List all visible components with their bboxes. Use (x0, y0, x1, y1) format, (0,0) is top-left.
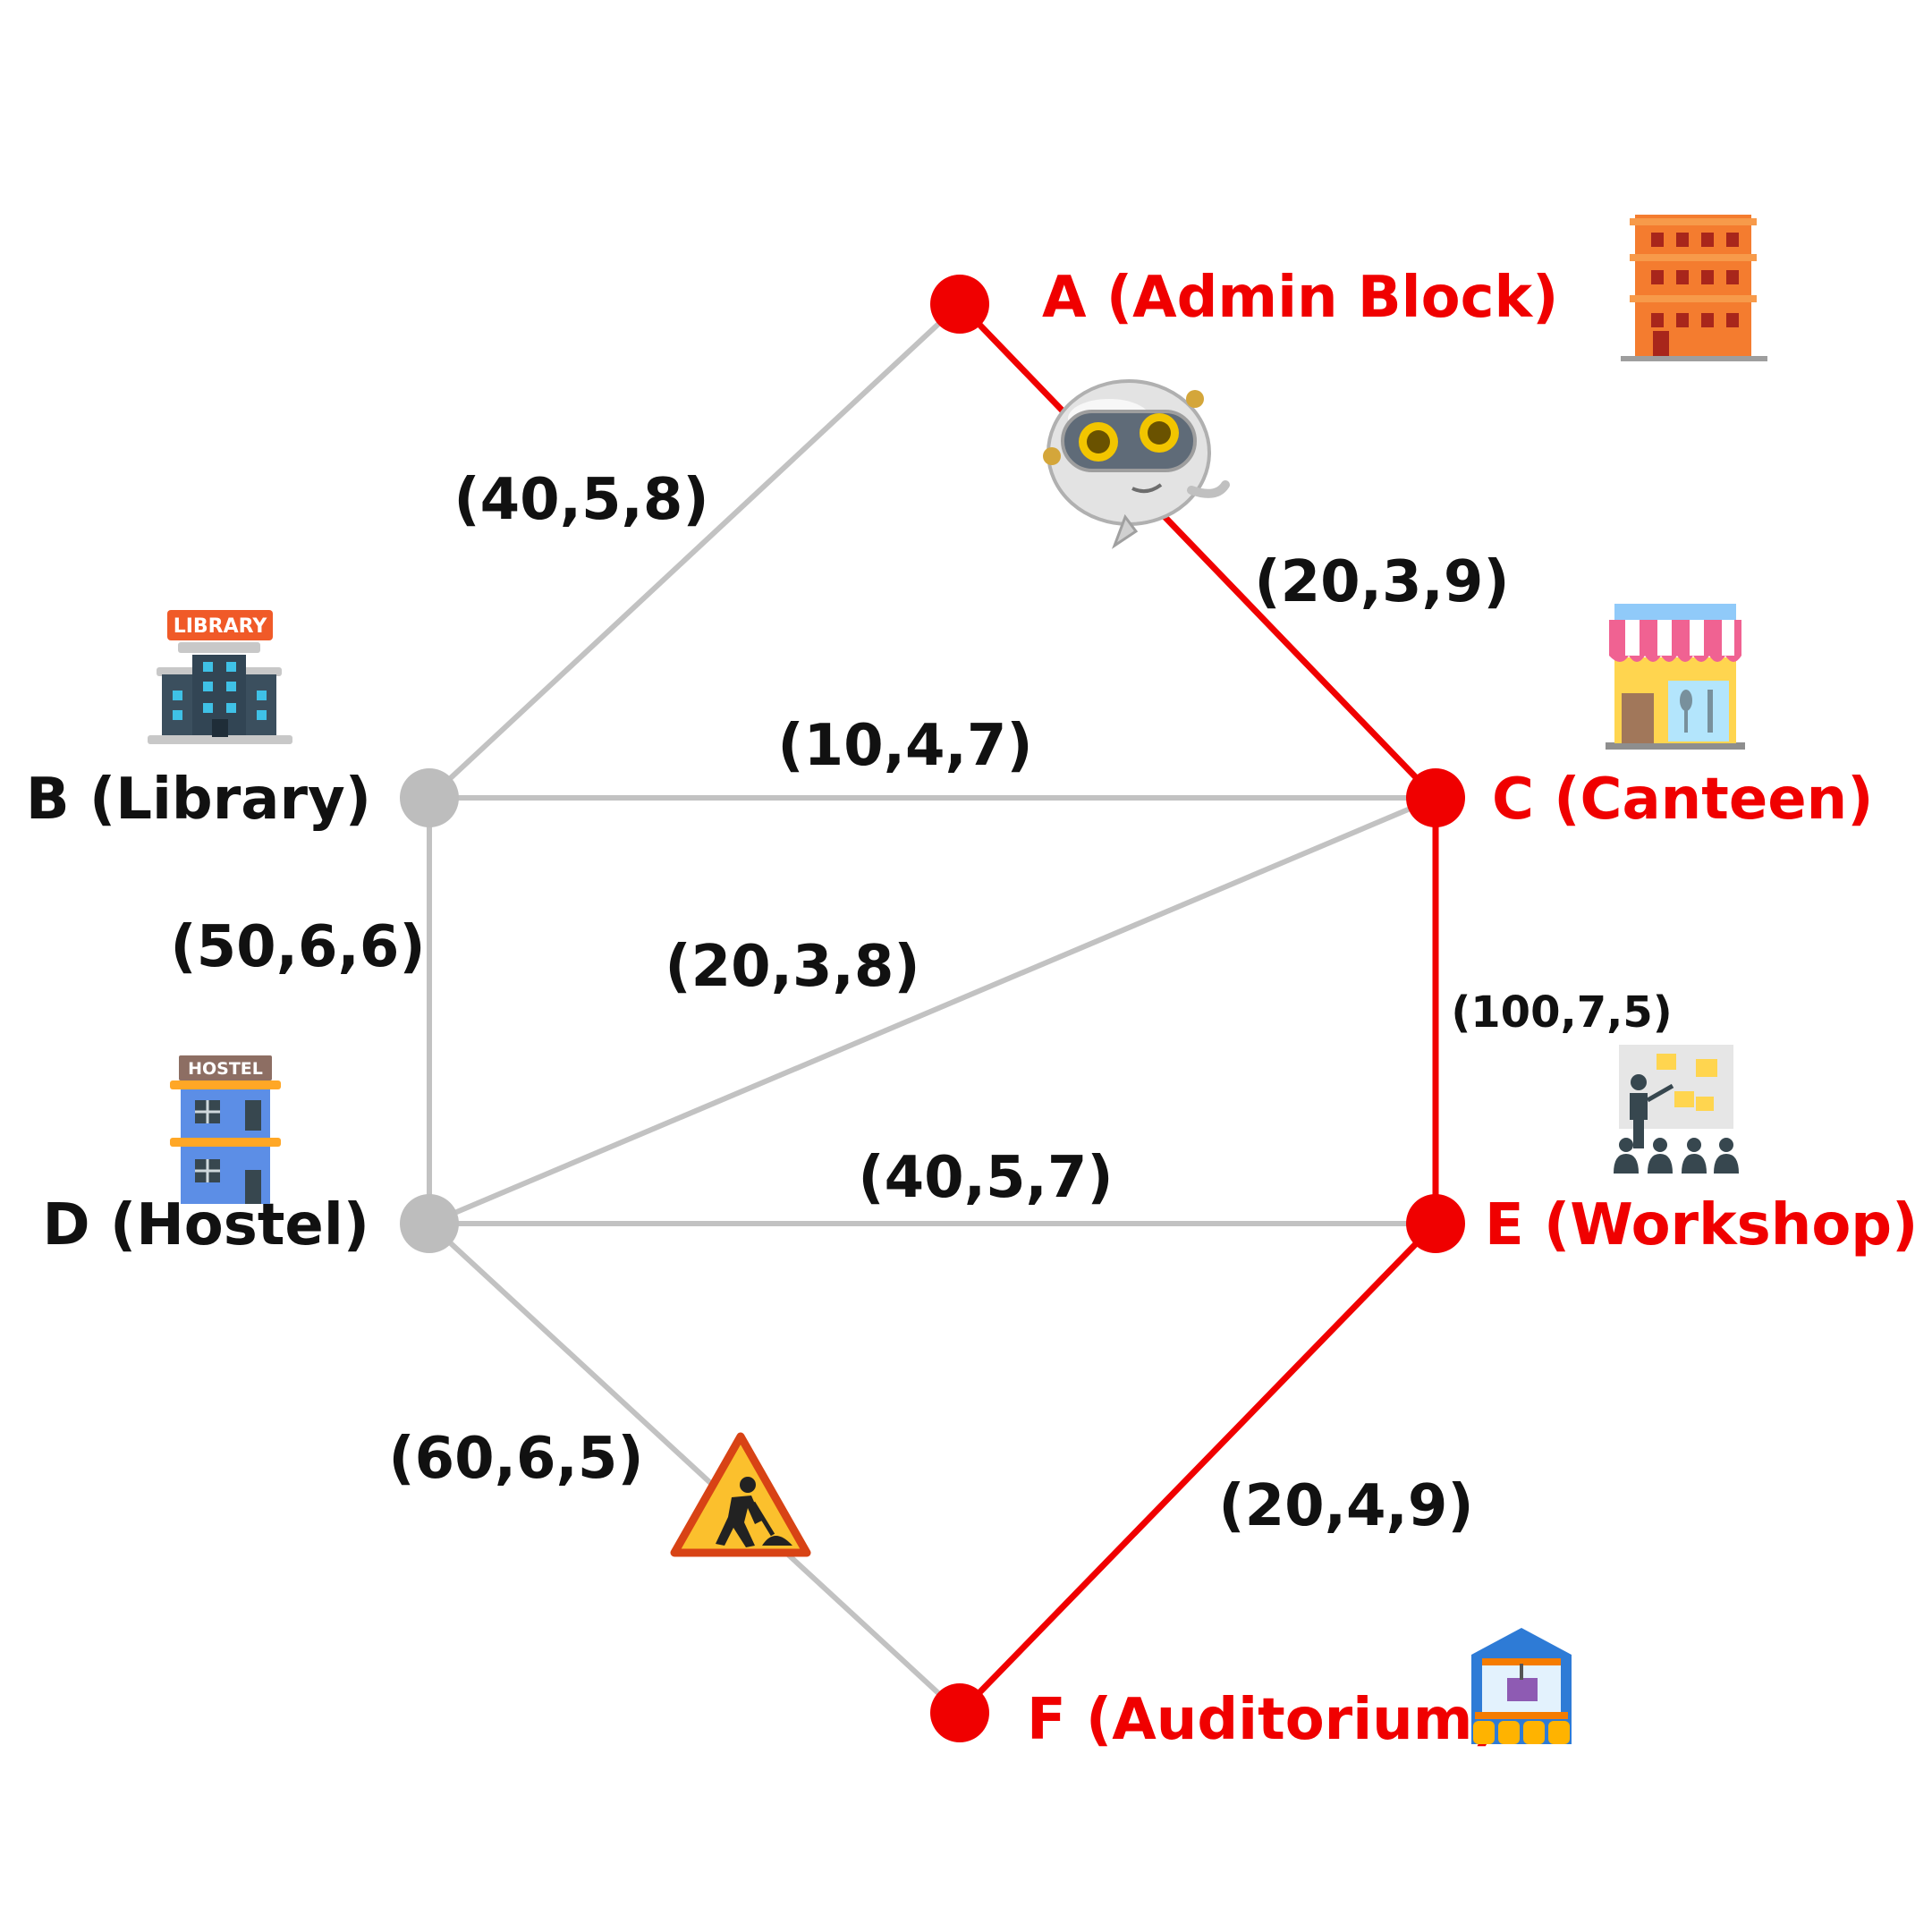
node-label-f: F (Auditorium) (1027, 1687, 1499, 1753)
office-building-icon (1621, 215, 1767, 361)
edge-label-b-c: (10,4,7) (777, 713, 1032, 779)
auditorium-stage-icon (1471, 1628, 1572, 1744)
node-f (930, 1683, 989, 1742)
svg-text:LIBRARY: LIBRARY (174, 615, 268, 638)
node-label-c: C (Canteen) (1492, 767, 1873, 833)
shop-canteen-icon (1606, 604, 1745, 750)
hostel-building-icon: HOSTEL (170, 1055, 281, 1204)
road-work-warning-icon (670, 1432, 811, 1557)
node-d (400, 1194, 459, 1253)
workshop-presentation-icon (1614, 1045, 1739, 1174)
node-c (1406, 768, 1465, 827)
node-b (400, 768, 459, 827)
edge-label-c-e: (100,7,5) (1451, 987, 1672, 1038)
edge-a-b (427, 301, 962, 801)
node-label-e: E (Workshop) (1485, 1192, 1918, 1258)
robot-icon (1043, 379, 1230, 549)
node-e (1406, 1194, 1465, 1253)
edge-c-d (428, 795, 1437, 1226)
edge-label-a-b: (40,5,8) (453, 467, 708, 533)
node-label-a: A (Admin Block) (1042, 265, 1558, 331)
edge-e-f (957, 1221, 1438, 1716)
edge-labels: (40,5,8) (20,3,9) (10,4,7) (50,6,6) (20,… (170, 467, 1672, 1539)
nodes (400, 275, 1465, 1742)
edge-label-d-e: (40,5,7) (858, 1145, 1113, 1211)
edge-d-f (427, 1221, 962, 1716)
edge-label-c-d: (20,3,8) (665, 934, 919, 1000)
node-labels: A (Admin Block) B (Library) C (Canteen) … (26, 265, 1918, 1753)
svg-text:HOSTEL: HOSTEL (188, 1059, 263, 1079)
edge-a-c (957, 301, 1438, 801)
edge-label-a-c: (20,3,9) (1254, 549, 1509, 615)
edge-label-e-f: (20,4,9) (1218, 1473, 1473, 1539)
edge-label-b-d: (50,6,6) (170, 914, 425, 980)
node-a (930, 275, 989, 334)
edge-label-d-f: (60,6,5) (388, 1426, 643, 1492)
library-building-icon: LIBRARY (148, 610, 292, 744)
edges (427, 301, 1439, 1716)
node-label-b: B (Library) (26, 767, 371, 833)
